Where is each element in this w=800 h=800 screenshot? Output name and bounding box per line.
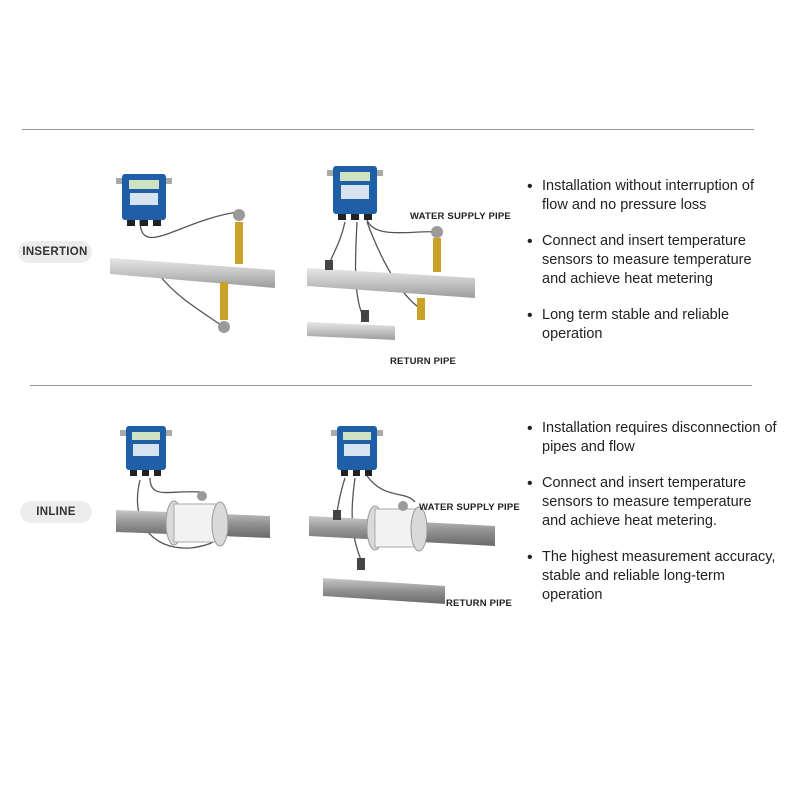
transducer-icon: [197, 491, 207, 501]
transducer-icon: [218, 209, 245, 333]
flow-meter-icon: [327, 166, 383, 220]
insertion-return-pipe-label: RETURN PIPE: [390, 356, 457, 367]
flow-meter-icon: [116, 174, 172, 226]
flange-icon: [366, 505, 428, 552]
pipe: [110, 258, 275, 288]
transducer-icon: [398, 501, 408, 511]
bullet-item: Installation requires disconnection of p…: [527, 419, 779, 457]
inline-return-pipe-label: RETURN PIPE: [446, 598, 513, 609]
bullet-item: Connect and insert temperature sensors t…: [527, 474, 779, 531]
bullet-item: The highest measurement accuracy, stable…: [527, 548, 779, 605]
inline-diagram-single: [116, 426, 270, 549]
insertion-label: INSERTION: [18, 241, 92, 263]
temperature-sensor-icon: [325, 260, 369, 322]
inline-supply-pipe-label: WATER SUPPLY PIPE: [419, 502, 520, 513]
insertion-diagram-heat: [307, 166, 475, 340]
insertion-bullets: Installation without interruption of flo…: [527, 177, 779, 361]
supply-pipe: [307, 268, 475, 298]
return-pipe: [323, 578, 445, 604]
return-pipe: [307, 322, 395, 340]
insertion-diagram-single: [110, 174, 275, 333]
middle-divider: [30, 385, 752, 386]
inline-bullets: Installation requires disconnection of p…: [527, 419, 779, 622]
bullet-item: Long term stable and reliable operation: [527, 306, 779, 344]
bullet-item: Connect and insert temperature sensors t…: [527, 232, 779, 289]
top-divider: [22, 129, 754, 130]
flange-icon: [165, 500, 229, 547]
inline-diagram-heat: [309, 426, 495, 604]
bullet-item: Installation without interruption of flo…: [527, 177, 779, 215]
insertion-supply-pipe-label: WATER SUPPLY PIPE: [410, 211, 511, 222]
inline-label: INLINE: [20, 501, 92, 523]
temperature-sensor-icon: [333, 510, 365, 570]
flow-meter-icon: [331, 426, 383, 476]
flow-meter-icon: [120, 426, 172, 476]
transducer-icon: [417, 226, 443, 320]
